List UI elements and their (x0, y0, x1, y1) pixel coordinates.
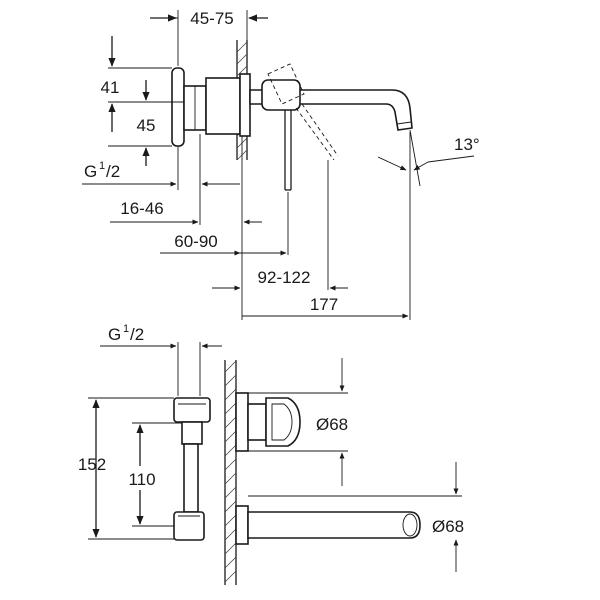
label-spout-angle: 13° (454, 135, 480, 154)
dim-spout-reach: 177 (242, 295, 409, 319)
dim-handle-offset: 60-90 (160, 232, 287, 256)
spout-front (235, 505, 421, 545)
dim-spout-diameter: Ø68 (432, 462, 464, 572)
thread-bottom-sup: 1 (123, 323, 129, 335)
label-wall-depth: 45-75 (190, 9, 233, 28)
dim-body-depth: 16-46 (110, 199, 262, 225)
dim-thread-top: G 1 /2 (82, 160, 240, 187)
label-spout-reach: 177 (310, 295, 338, 314)
handle-side (261, 63, 339, 191)
label-rosette-lower: 45 (137, 116, 156, 135)
side-view: 45-75 41 45 G 1 /2 16-46 (82, 9, 480, 320)
wall-hatch-bottom (224, 360, 237, 585)
dim-spout-angle: 13° (377, 129, 480, 187)
concealed-body-side (171, 67, 251, 147)
front-view: G 1 /2 152 110 Ø68 Ø68 (78, 323, 464, 585)
dim-handle-reach: 92-122 (212, 268, 348, 291)
thread-bottom-sub: /2 (130, 325, 144, 344)
dim-thread-bottom: G 1 /2 (100, 323, 222, 349)
thread-top-sup: 1 (99, 160, 105, 172)
label-handle-reach: 92-122 (258, 268, 311, 287)
dim-rosette: 41 45 (101, 36, 156, 166)
extension-lines-bottom (88, 342, 462, 540)
concealed-body-front (173, 397, 211, 541)
dim-total-height: 152 (78, 399, 106, 538)
handle-front (235, 392, 301, 452)
extension-lines-top (108, 10, 411, 320)
label-spout-diameter: Ø68 (432, 517, 464, 536)
thread-bottom-g: G (108, 325, 121, 344)
thread-top-g: G (84, 162, 97, 181)
dim-handle-diameter: Ø68 (316, 358, 348, 486)
dim-center-distance: 110 (128, 424, 156, 525)
label-handle-diameter: Ø68 (316, 415, 348, 434)
label-total-height: 152 (78, 455, 106, 474)
thread-top-sub: /2 (106, 162, 120, 181)
label-handle-offset: 60-90 (174, 232, 217, 251)
label-center-distance: 110 (128, 470, 155, 489)
label-rosette-upper: 41 (101, 78, 120, 97)
dim-wall-depth: 45-75 (150, 9, 268, 28)
label-body-depth: 16-46 (120, 199, 163, 218)
